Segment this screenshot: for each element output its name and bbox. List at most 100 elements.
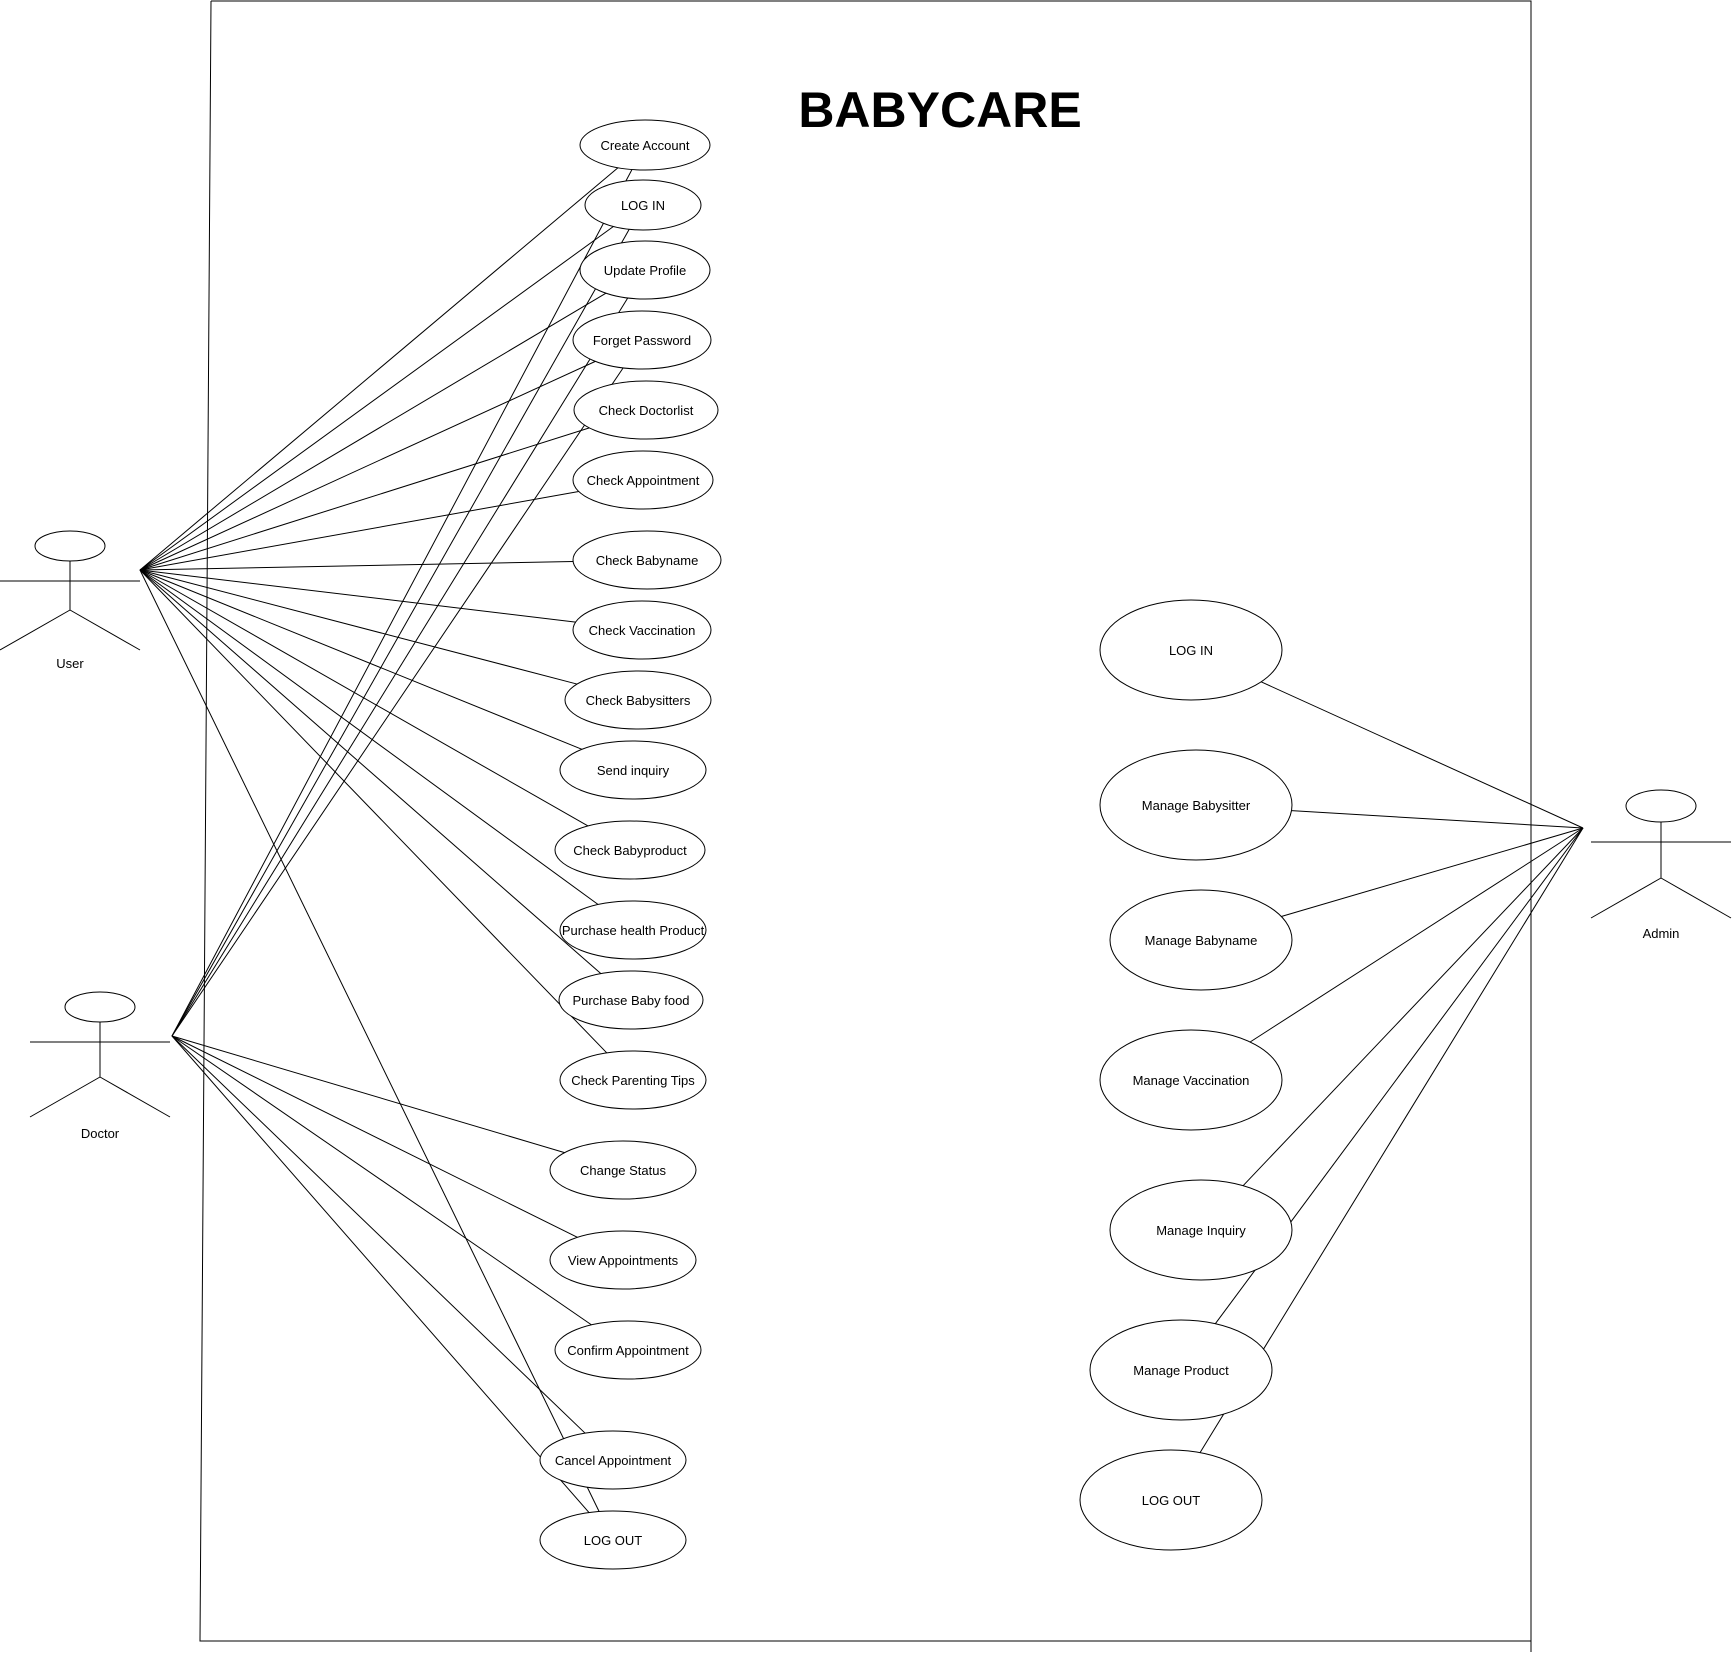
use-case-label: Confirm Appointment [567,1343,689,1358]
use-case-ellipse [554,1320,702,1380]
association-user-check-babyname [139,560,574,571]
use-case-label: LOG IN [621,198,665,213]
use-case-label: Check Parenting Tips [571,1073,695,1088]
association-doctor-logout [171,1035,590,1513]
actor-right-leg [99,1076,171,1118]
use-case-label: Check Vaccination [589,623,696,638]
use-case-ellipse [573,380,719,440]
use-case-label: Update Profile [604,263,686,278]
use-case-admin-login: LOG IN [1099,599,1283,701]
use-case-ellipse [1089,1319,1273,1421]
use-case-ellipse [559,1050,707,1110]
use-case-label: LOG OUT [584,1533,643,1548]
actor-head [1625,789,1697,823]
use-case-label: Purchase health Product [562,923,705,938]
association-admin-admin-logout [1199,827,1584,1453]
use-case-ellipse [1099,749,1293,861]
use-case-purchase-health-product: Purchase health Product [559,900,707,960]
association-user-login [139,226,614,571]
actor-label: Doctor [81,1126,120,1141]
use-case-check-babyname: Check Babyname [572,530,722,590]
association-admin-manage-babysitter [1291,810,1584,829]
association-user-check-doctorlist [139,427,590,571]
use-case-ellipse [572,530,722,590]
actor-doctor: Doctor [29,991,171,1141]
association-doctor-view-appointments [171,1035,578,1238]
actor-left-leg [1590,877,1662,919]
use-case-ellipse [584,179,702,231]
diagram-title: BABYCARE [798,82,1081,138]
association-user-check-babysitters [139,569,578,685]
association-user-create-account [139,167,619,571]
use-case-manage-inquiry: Manage Inquiry [1109,1179,1293,1281]
use-case-purchase-baby-food: Purchase Baby food [558,970,704,1030]
use-case-label: Purchase Baby food [572,993,689,1008]
system-boundary [211,0,1532,1652]
use-case-check-appointment: Check Appointment [572,450,714,510]
use-case-label: View Appointments [568,1253,679,1268]
use-case-label: Forget Password [593,333,691,348]
actor-right-leg [69,609,141,651]
use-case-ellipse [559,740,707,800]
association-lines [139,167,1584,1513]
use-case-send-inquiry: Send inquiry [559,740,707,800]
use-case-ellipse [572,450,714,510]
actor-left-leg [29,1076,101,1118]
association-admin-manage-inquiry [1242,827,1584,1187]
association-user-send-inquiry [139,569,583,750]
use-case-label: Manage Babysitter [1142,798,1251,813]
association-user-logout [139,569,600,1512]
use-case-label: Manage Product [1133,1363,1229,1378]
use-case-ellipse [1099,599,1283,701]
use-case-manage-product: Manage Product [1089,1319,1273,1421]
association-user-forget-password [139,360,596,571]
use-case-label: Manage Inquiry [1156,1223,1246,1238]
use-case-ellipse [572,600,712,660]
association-doctor-forget-password [171,367,624,1037]
use-case-create-account: Create Account [579,119,711,171]
association-user-check-appointment [139,491,579,571]
use-case-label: LOG OUT [1142,1493,1201,1508]
use-case-check-vaccination: Check Vaccination [572,600,712,660]
use-case-ellipse [564,670,712,730]
use-case-manage-babysitter: Manage Babysitter [1099,749,1293,861]
use-case-label: LOG IN [1169,643,1213,658]
use-case-label: Manage Vaccination [1133,1073,1250,1088]
actor-left-leg [0,609,71,651]
use-case-confirm-appointment: Confirm Appointment [554,1320,702,1380]
use-case-forget-password: Forget Password [572,310,712,370]
use-case-label: Manage Babyname [1145,933,1258,948]
use-case-label: Check Doctorlist [599,403,694,418]
use-case-ellipse [579,240,711,300]
actor-head [64,991,136,1023]
association-admin-manage-vaccination [1249,827,1584,1043]
actor-label: User [56,656,84,671]
association-user-check-vaccination [139,569,576,623]
use-case-label: Create Account [601,138,690,153]
use-case-ellipse [554,820,706,880]
association-doctor-change-status [171,1035,565,1154]
use-case-ellipse [549,1140,697,1200]
use-case-label: Send inquiry [597,763,670,778]
actor-head [34,530,106,562]
actor-right-leg [1660,877,1732,919]
actor-user: User [0,530,141,671]
use-case-ellipse [559,900,707,960]
actor-label: Admin [1643,926,1680,941]
association-user-purchase-baby-food [139,569,602,975]
use-case-logout: LOG OUT [539,1510,687,1570]
use-case-ellipse [539,1510,687,1570]
association-doctor-create-account [171,169,633,1037]
use-case-update-profile: Update Profile [579,240,711,300]
use-case-label: Cancel Appointment [555,1453,672,1468]
use-case-ellipse [1109,1179,1293,1281]
use-case-ellipse [579,119,711,171]
use-case-ellipse [539,1430,687,1490]
actor-admin: Admin [1590,789,1732,941]
use-case-admin-logout: LOG OUT [1079,1449,1263,1551]
use-case-ellipse [558,970,704,1030]
use-case-ellipse [572,310,712,370]
association-doctor-confirm-appointment [171,1035,592,1326]
